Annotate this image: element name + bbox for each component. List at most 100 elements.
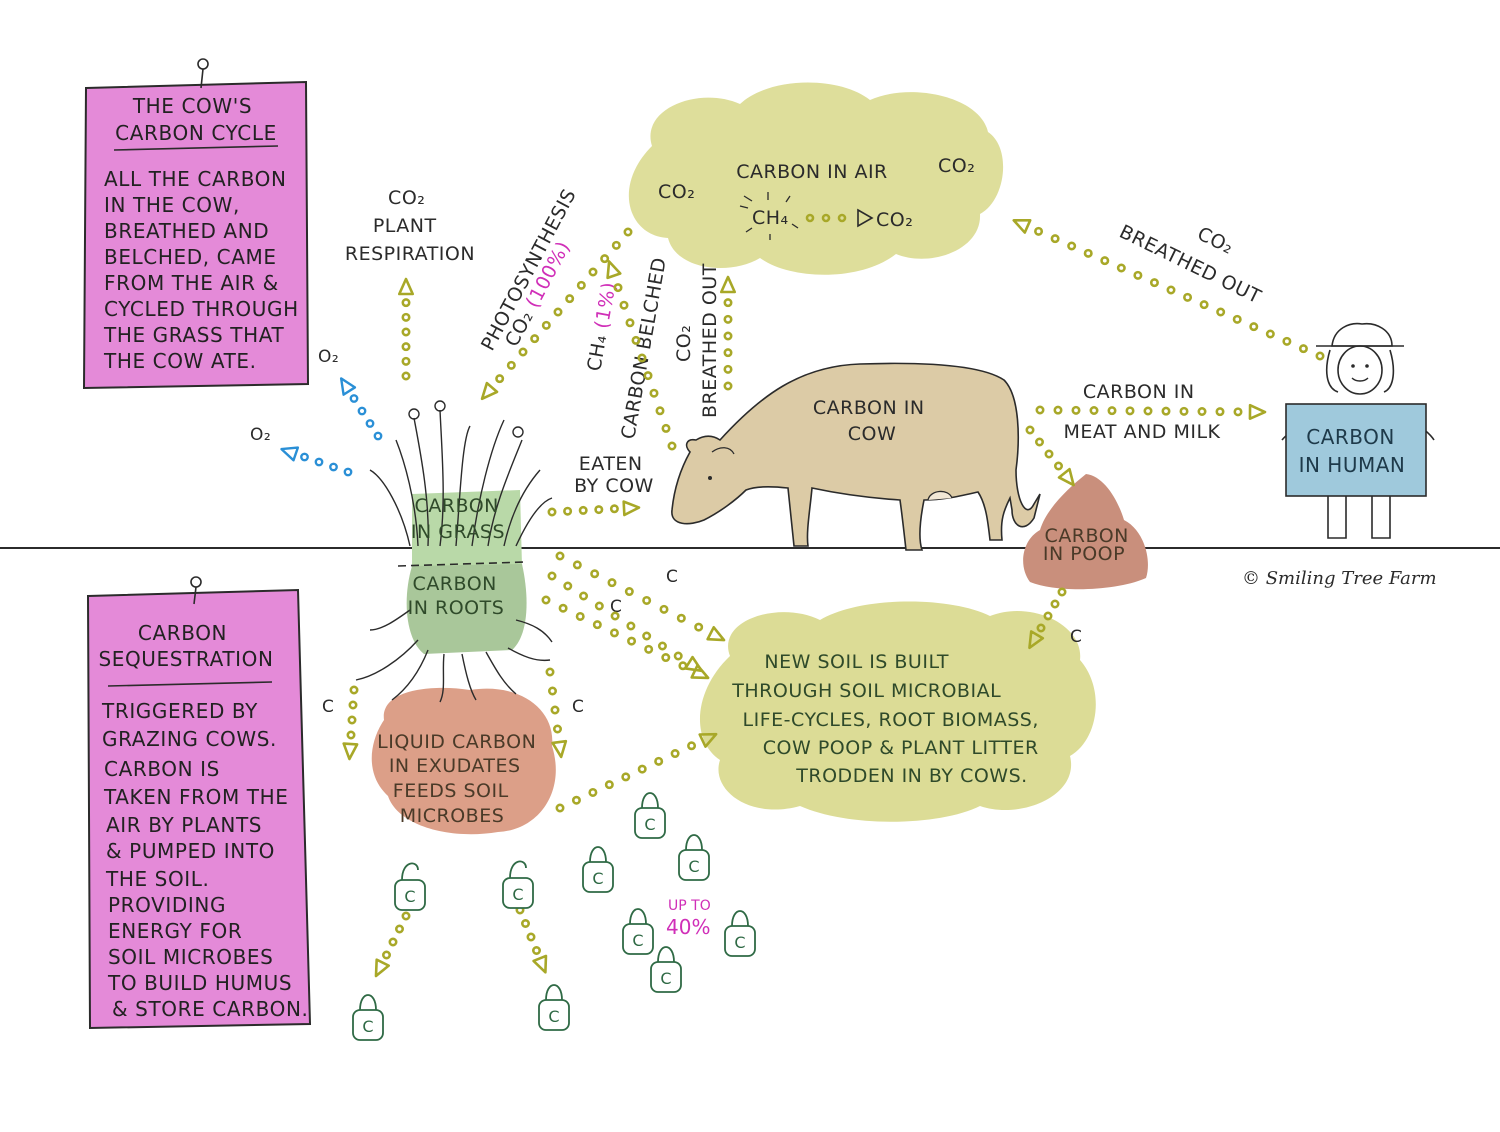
- svg-text:CARBON IN GRASS: CARBON IN GRASS: [411, 495, 506, 543]
- arrow-dot: [1054, 461, 1064, 471]
- arrow-dot: [578, 505, 588, 515]
- poop-label-1: CARBON: [1045, 525, 1129, 547]
- svg-text:THE COW'S CARBON CYCLE: THE COW'S CARBON CYCLE: [115, 94, 277, 145]
- arrow-dot: [547, 686, 557, 696]
- arrow-dot: [506, 360, 516, 370]
- arrow-dot: [563, 581, 573, 591]
- carbon-lock-icon: C: [724, 910, 756, 957]
- arrow-head-icon: [397, 277, 415, 296]
- arrow-dot: [678, 661, 688, 671]
- carbon-lock-icon: C: [538, 984, 570, 1031]
- cow-label-2: COW: [848, 423, 897, 445]
- credit: © Smiling Tree Farm: [1242, 568, 1437, 589]
- note-seq-title-1: CARBON: [138, 621, 227, 645]
- o2-label-lower: O₂: [250, 425, 271, 445]
- arrow-dot: [553, 307, 563, 317]
- arrow-head-icon: [1248, 403, 1267, 420]
- arrow-dot: [654, 756, 664, 766]
- svg-text:CARBON IN AIR: CARBON IN AIR: [736, 161, 888, 183]
- arrow-dot: [545, 667, 555, 677]
- svg-text:CARBON IN ROOTS: CARBON IN ROOTS: [408, 573, 505, 619]
- arrow-dot: [314, 457, 324, 467]
- note-cycle-line-8: THE COW ATE.: [103, 349, 257, 373]
- arrow-o2-lower: [280, 446, 353, 477]
- note-seq-line-7: THE SOIL.: [105, 867, 210, 891]
- arrow-dot: [610, 611, 620, 621]
- arrow-dot: [1025, 425, 1035, 435]
- arrow-dot: [555, 803, 565, 813]
- arrow-lock-1: [374, 911, 411, 978]
- svg-text:TRIGGERED BY GRAZING COW: TRIGGERED BY GRAZING COWS. CARBON IS TAK…: [101, 699, 308, 1021]
- arrow-dot: [401, 298, 411, 308]
- arrow-roots-to-soil-1: [547, 571, 703, 673]
- arrow-dot: [1149, 278, 1159, 288]
- new-soil-cloud: NEW SOIL IS BUILT THROUGH SOIL MICROBIAL…: [699, 601, 1096, 822]
- arrow-dot: [611, 240, 621, 250]
- note-cycle-line-5: FROM THE AIR &: [104, 271, 279, 295]
- arrow-human-breathed-out: [1012, 218, 1325, 361]
- arrow-dot: [1161, 406, 1171, 416]
- arrow-head-icon: [342, 742, 359, 761]
- svg-text:CARBON IN HUMAN: CARBON IN HUMAN: [1299, 425, 1406, 477]
- arrow-head-icon: [532, 954, 548, 974]
- note-cow-carbon-cycle: THE COW'S CARBON CYCLE ALL THE CARBON IN…: [82, 58, 310, 390]
- arrow-dot: [1216, 307, 1226, 317]
- air-co2-product: CO₂: [876, 209, 913, 231]
- soil-line-2: THROUGH SOIL MICROBIAL: [731, 680, 1001, 702]
- arrow-dot: [530, 334, 540, 344]
- note-seq-line-10: SOIL MICROBES: [108, 945, 273, 969]
- meat-label-2: MEAT AND MILK: [1064, 421, 1221, 443]
- arrow-roots-to-exudates-left: [342, 685, 359, 761]
- arrow-dot: [1166, 285, 1176, 295]
- air-title: CARBON IN AIR: [736, 161, 888, 183]
- svg-text:CARBON SEQUESTRATION: CARBON SEQUESTRATION: [98, 621, 273, 671]
- arrow-dot: [526, 932, 536, 942]
- arrow-dot: [607, 578, 617, 588]
- arrow-dot: [1183, 292, 1193, 302]
- arrow-dot: [588, 267, 598, 277]
- arrow-dot: [365, 419, 375, 428]
- human: CARBON IN HUMAN: [1281, 322, 1435, 539]
- arrow-dot: [625, 318, 635, 328]
- exudates-line-1: LIQUID CARBON: [377, 731, 536, 753]
- arrow-dot: [1197, 406, 1207, 416]
- note-seq-line-5: AIR BY PLANTS: [106, 813, 262, 837]
- belched-ch4: CH₄: [583, 333, 611, 373]
- arrow-dot: [670, 749, 680, 759]
- arrow-dot: [1053, 405, 1063, 415]
- lock-c-label: C: [660, 969, 671, 988]
- arrow-dot: [723, 381, 733, 391]
- arrow-meat-and-milk: [1035, 403, 1267, 420]
- respiration-co2: CO₂: [388, 187, 425, 209]
- arrow-dot: [594, 505, 604, 515]
- lock-c-label: C: [632, 931, 643, 950]
- methane-burst-icon: [739, 192, 799, 240]
- arrow-dot: [637, 353, 647, 363]
- carbon-lock-icon: C: [582, 846, 614, 893]
- cow-label-1: CARBON IN: [813, 397, 925, 419]
- exudates-line-4: MICROBES: [400, 805, 505, 827]
- arrow-head-icon: [1012, 218, 1032, 234]
- arrow-dot: [723, 314, 733, 324]
- arrow-dot: [594, 601, 604, 611]
- arrow-dot: [642, 595, 652, 605]
- arrow-head-icon: [480, 381, 499, 401]
- note-seq-line-2: GRAZING COWS.: [102, 727, 277, 751]
- arrow-head-icon: [622, 500, 641, 517]
- grass-label-2: IN GRASS: [411, 521, 505, 543]
- cow-breath-co2: CO₂: [673, 325, 695, 362]
- arrow-head-icon: [719, 275, 737, 294]
- carbon-lock-icon: C: [622, 908, 654, 955]
- arrow-plant-respiration: [397, 277, 415, 381]
- lock-c-label: C: [362, 1017, 373, 1036]
- note-seq-line-1: TRIGGERED BY: [101, 699, 258, 723]
- ch4-to-co2-arrow: [805, 208, 874, 228]
- cow-breath-label: BREATHED OUT: [699, 263, 721, 418]
- arrow-head-icon: [690, 664, 710, 680]
- arrow-dot: [626, 621, 636, 631]
- arrow-dot: [329, 462, 338, 472]
- arrow-dot: [347, 715, 357, 725]
- arrow-dot: [1143, 406, 1153, 416]
- arrow-dot: [555, 551, 565, 561]
- arrow-dot: [687, 741, 697, 751]
